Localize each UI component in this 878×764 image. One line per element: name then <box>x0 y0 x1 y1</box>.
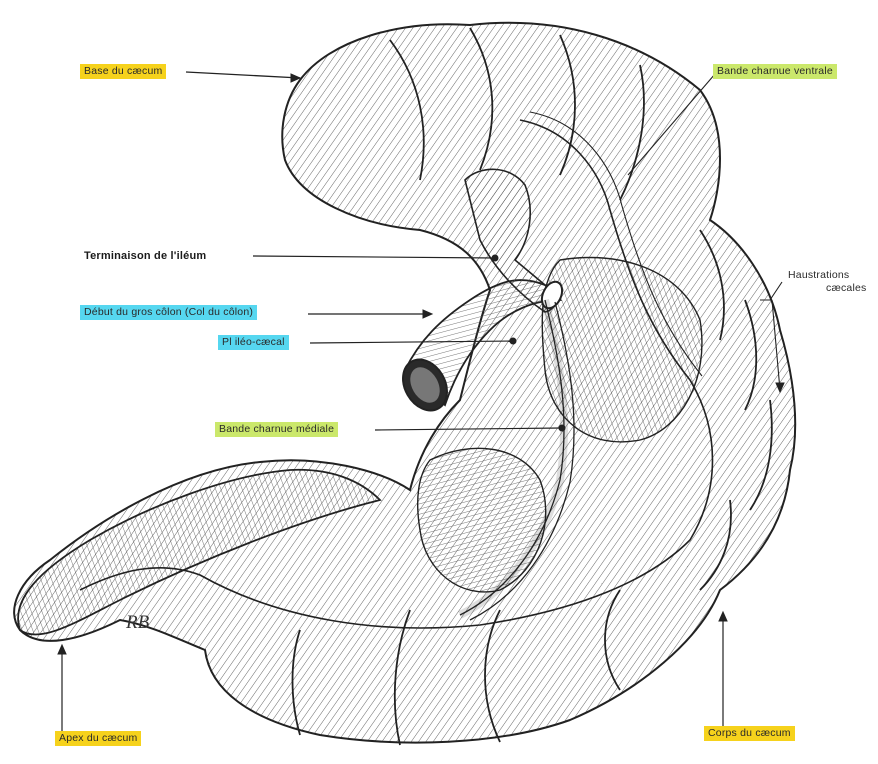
label-terminaison-ileum: Terminaison de l'iléum <box>80 249 210 264</box>
label-debut-gros-colon: Début du gros côlon (Col du côlon) <box>80 305 257 320</box>
label-haustrations-caecales: cæcales <box>822 281 871 296</box>
label-bande-ventrale: Bande charnue ventrale <box>713 64 837 79</box>
label-base-caecum: Base du cæcum <box>80 64 166 79</box>
label-apex-caecum: Apex du cæcum <box>55 731 141 746</box>
label-bande-mediale: Bande charnue médiale <box>215 422 338 437</box>
artist-signature: RB <box>126 612 149 634</box>
label-pli-ileo-caecal: Pl iléo-cæcal <box>218 335 289 350</box>
label-corps-caecum: Corps du cæcum <box>704 726 795 741</box>
